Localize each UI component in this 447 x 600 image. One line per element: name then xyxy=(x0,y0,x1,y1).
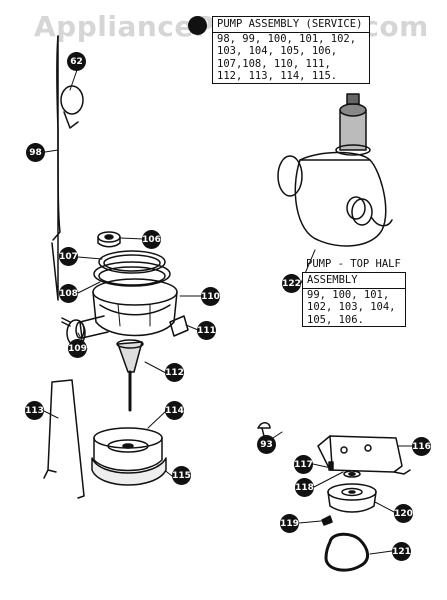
pulley-120 xyxy=(327,483,377,513)
callout-116: 116 xyxy=(412,437,431,456)
callout-62: 62 xyxy=(67,52,86,71)
service-line: 103, 104, 105, 106, xyxy=(217,45,338,57)
callout-120: 120 xyxy=(394,504,413,523)
service-line: 107,108, 110, 111, xyxy=(217,57,331,70)
callout-98: 98 xyxy=(26,143,45,162)
screw-117 xyxy=(328,461,334,471)
pump-top-half-122 xyxy=(277,93,393,247)
frame-113 xyxy=(43,379,85,499)
callout-117: 117 xyxy=(294,455,313,474)
callout-107: 107 xyxy=(59,247,78,266)
callout-112: 112 xyxy=(165,363,184,382)
callout-110: 110 xyxy=(201,287,220,306)
clip-111 xyxy=(169,315,189,337)
callout-121: 121 xyxy=(392,542,411,561)
pump-top-caption: PUMP - TOP HALF xyxy=(306,258,401,270)
callout-113: 113 xyxy=(25,401,44,420)
callout-93: 93 xyxy=(257,435,276,454)
callout-115: 115 xyxy=(172,466,191,485)
pump-top-assembly-title: ASSEMBLY xyxy=(303,273,405,289)
service-assembly-box: PUMP ASSEMBLY (SERVICE) 98, 99, 100, 101… xyxy=(212,16,370,84)
callout-106: 106 xyxy=(142,230,161,249)
belt-121 xyxy=(324,532,369,572)
service-line: 98, 99, 100, 101, 102, xyxy=(217,32,357,45)
callout-118: 118 xyxy=(295,478,314,497)
rings-107-108 xyxy=(93,250,171,287)
callout-108: 108 xyxy=(59,284,78,303)
callout-93-top xyxy=(188,16,207,35)
callout-114: 114 xyxy=(165,401,184,420)
rod-and-clip xyxy=(51,35,84,301)
impeller-112 xyxy=(116,339,144,412)
pump-top-line: 99, 100, 101, xyxy=(307,288,390,301)
pump-housing-110 xyxy=(75,278,178,339)
base-114-115 xyxy=(91,427,167,486)
pump-top-line: 102, 103, 104, xyxy=(307,301,396,313)
service-assembly-title: PUMP ASSEMBLY (SERVICE) xyxy=(213,17,369,33)
screw-93 xyxy=(257,422,271,437)
callout-109: 109 xyxy=(68,339,87,358)
part-119 xyxy=(321,515,333,526)
pump-top-line: 105, 106. xyxy=(307,313,364,326)
pump-top-assembly-box: ASSEMBLY 99, 100, 101, 102, 103, 104, 10… xyxy=(302,272,406,327)
callout-111: 111 xyxy=(197,321,216,340)
nut-106 xyxy=(97,231,121,248)
callout-119: 119 xyxy=(280,514,299,533)
washer-118 xyxy=(343,470,361,478)
service-line: 112, 113, 114, 115. xyxy=(217,70,338,82)
callout-122: 122 xyxy=(282,274,301,293)
